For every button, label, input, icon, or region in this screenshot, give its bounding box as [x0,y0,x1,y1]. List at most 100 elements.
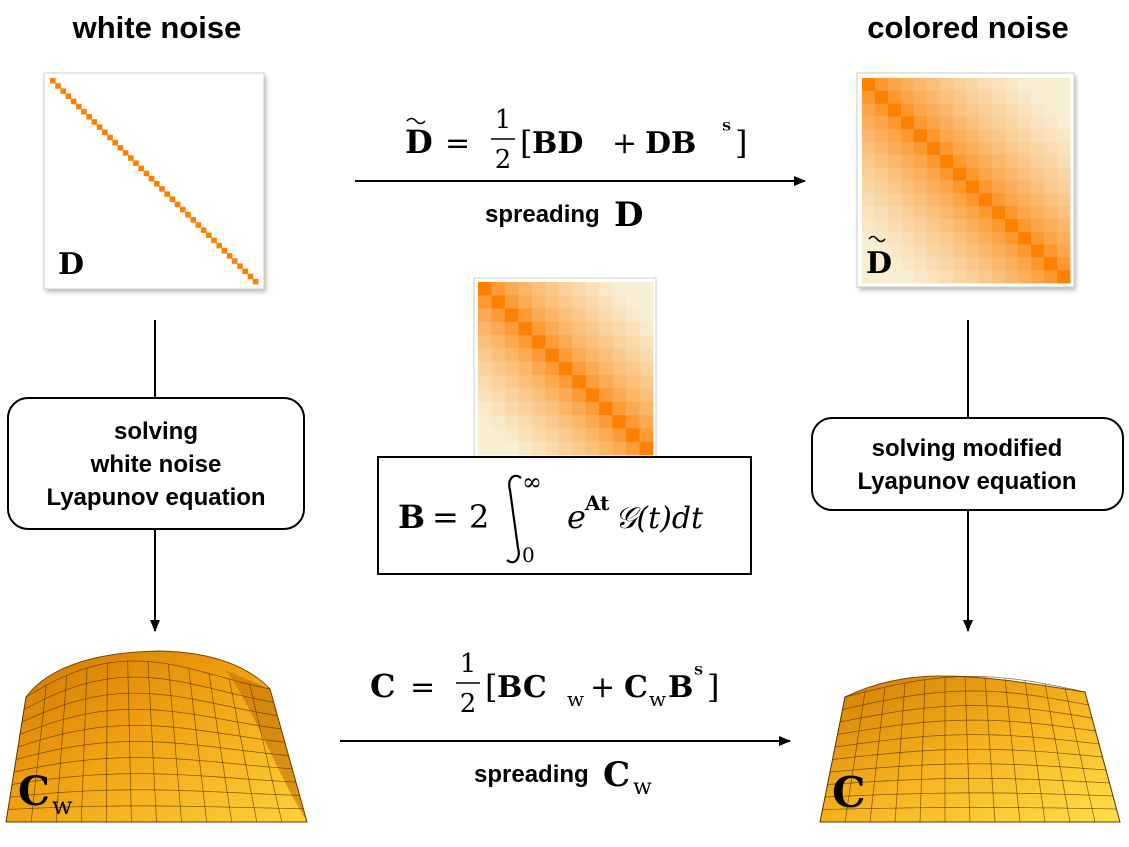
matrix-cell [478,295,492,310]
surface-grid-col [1044,683,1071,823]
matrix-cell [1018,193,1032,207]
surface-grid-col [55,675,68,823]
top-formula-numerator: 1 [495,105,512,135]
matrix-cell [518,401,533,416]
diagonal-cell [70,98,77,105]
matrix-cell [491,295,506,310]
matrix-cell [1057,218,1071,233]
matrix-cell [979,78,993,92]
matrix-cell [953,90,967,105]
matrix-cell [992,103,1006,117]
matrix-cell [966,154,980,169]
bottom-formula-term1-sub: w [567,687,584,711]
matrix-cell [979,206,993,220]
matrix-cell [1005,90,1019,105]
matrix-cell [626,441,640,456]
center-matrix-cells [478,282,654,456]
center-formula-lhs: B [398,498,425,536]
diagonal-cell [190,217,196,223]
right-solver-box [811,417,1124,511]
matrix-cell [558,388,573,403]
matrix-cell [504,282,519,296]
matrix-cell [927,103,941,117]
matrix-cell [626,388,640,403]
matrix-cell [953,206,967,220]
matrix-cell [504,388,519,403]
matrix-cell [1057,270,1071,284]
right-surface-grid [819,676,1121,823]
matrix-cell [875,193,889,207]
diagonal-cell [164,191,170,197]
matrix-cell [639,295,654,310]
matrix-cell [1005,167,1019,181]
matrix-cell [491,282,506,296]
surface-grid-col [208,673,233,823]
matrix-cell [992,244,1006,258]
matrix-cell [1057,244,1071,258]
diagonal-cell [133,160,139,166]
surface-grid-col [105,663,108,823]
matrix-cell [862,206,876,220]
white-noise-surface: C w [5,650,308,823]
matrix-cell [599,361,614,376]
matrix-cell [599,415,614,429]
matrix-cell [518,335,533,349]
matrix-cell [992,116,1006,130]
matrix-cell [875,218,889,233]
diagonal-cell [200,227,207,233]
matrix-cell [626,401,640,416]
matrix-cell [1018,231,1032,245]
right-branch: solving modified Lyapunov equation [811,320,1124,632]
matrix-cell [966,180,980,194]
center-formula-equals: = 2 [432,498,489,536]
matrix-cell [1018,154,1032,169]
matrix-cell [504,401,519,416]
matrix-cell [1057,231,1071,245]
matrix-cell [875,167,889,181]
matrix-cell [504,361,519,376]
matrix-cell [558,375,573,389]
matrix-cell [875,244,889,258]
diagonal-cell [252,278,259,285]
matrix-cell [862,142,876,156]
matrix-cell [979,231,993,245]
matrix-cell [491,388,506,403]
matrix-cell [875,90,889,105]
matrix-cell [1057,90,1071,105]
diagonal-cell [148,175,155,182]
matrix-cell [545,401,560,416]
matrix-cell [585,321,600,336]
matrix-cell [940,231,954,245]
diagonal-cell [159,186,165,192]
matrix-cell [901,78,915,92]
matrix-cell [478,361,492,376]
matrix-cell [914,231,928,245]
matrix-cell [888,206,902,220]
matrix-cell [953,270,967,284]
matrix-cell [862,90,876,105]
matrix-cell [966,90,980,105]
matrix-cell [531,348,546,363]
matrix-cell [888,78,902,92]
top-formula-term2: DB [645,126,696,161]
diagonal-cell [86,114,92,120]
surface-grid-col [984,676,996,823]
matrix-cell [992,218,1006,233]
diagonal-cell [169,196,176,202]
matrix-cell [504,415,519,429]
matrix-cell [612,348,627,363]
matrix-cell [914,218,928,233]
matrix-cell [1057,78,1071,92]
matrix-cell [992,257,1006,271]
matrix-cell [875,78,889,92]
matrix-cell [1057,129,1071,143]
matrix-cell [901,142,915,156]
matrix-cell [940,103,954,117]
matrix-cell [599,441,614,456]
matrix-cell [1018,90,1032,105]
diagonal-cell [143,170,150,177]
matrix-cell [862,154,876,169]
bottom-caption-symbol: C [603,755,630,795]
matrix-cell [966,193,980,207]
matrix-cell [585,388,600,403]
